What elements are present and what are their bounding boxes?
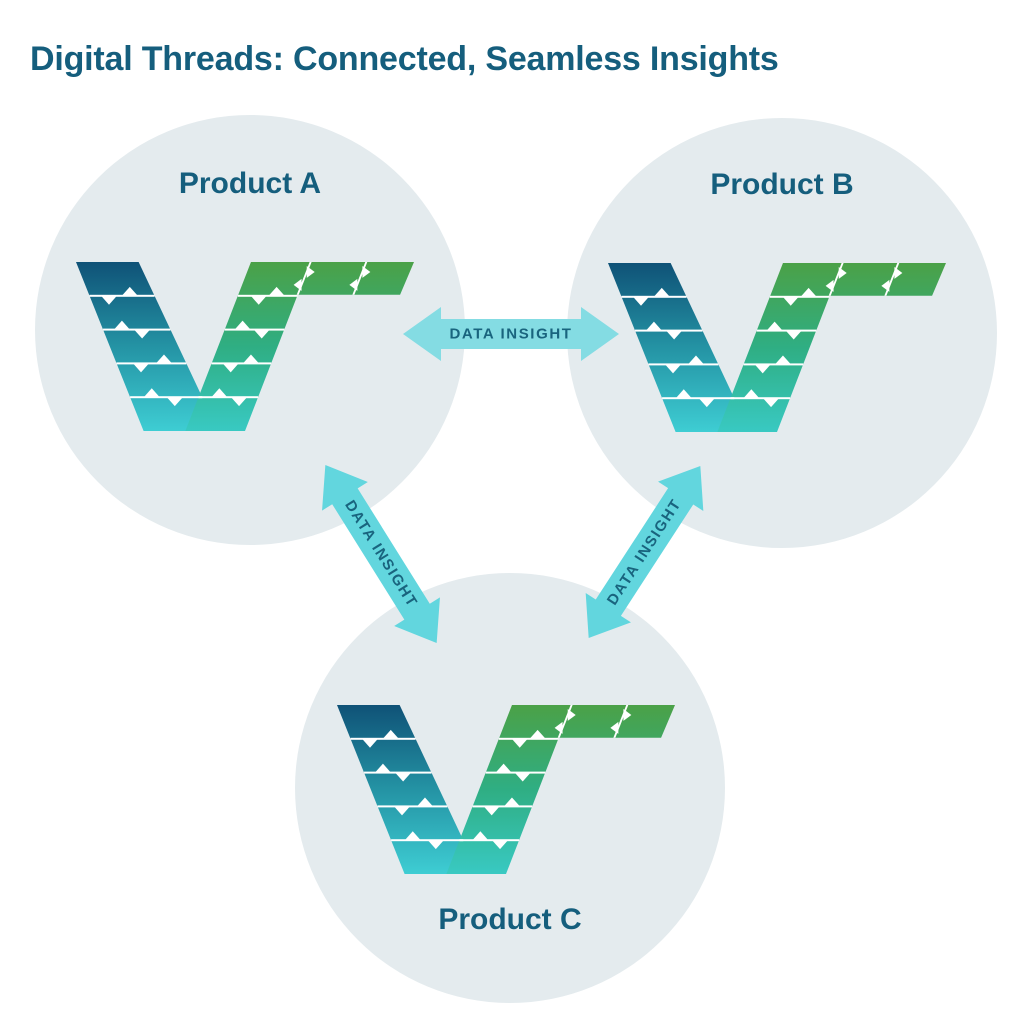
data-insight-arrow-a-b: DATA INSIGHT (403, 307, 619, 361)
double-headed-arrow-icon (403, 307, 619, 361)
digital-thread-v-model-icon (337, 705, 675, 874)
double-headed-arrow-icon (585, 466, 704, 638)
double-headed-arrow-icon (322, 464, 440, 644)
page-title: Digital Threads: Connected, Seamless Ins… (30, 40, 779, 78)
digital-thread-v-model-icon (76, 262, 414, 431)
digital-thread-v-model-icon (608, 263, 946, 432)
data-insight-label: DATA INSIGHT (449, 325, 573, 343)
product-c-circle: Product C (295, 573, 725, 1003)
product-a-label: Product A (178, 167, 322, 200)
product-b-circle: Product B (567, 118, 997, 548)
product-b-label: Product B (710, 168, 854, 201)
data-insight-arrow-b-c: DATA INSIGHT (566, 451, 723, 652)
product-c-label: Product C (438, 903, 582, 936)
product-a-circle: Product A (35, 115, 465, 545)
data-insight-arrow-a-c: DATA INSIGHT (302, 451, 459, 658)
